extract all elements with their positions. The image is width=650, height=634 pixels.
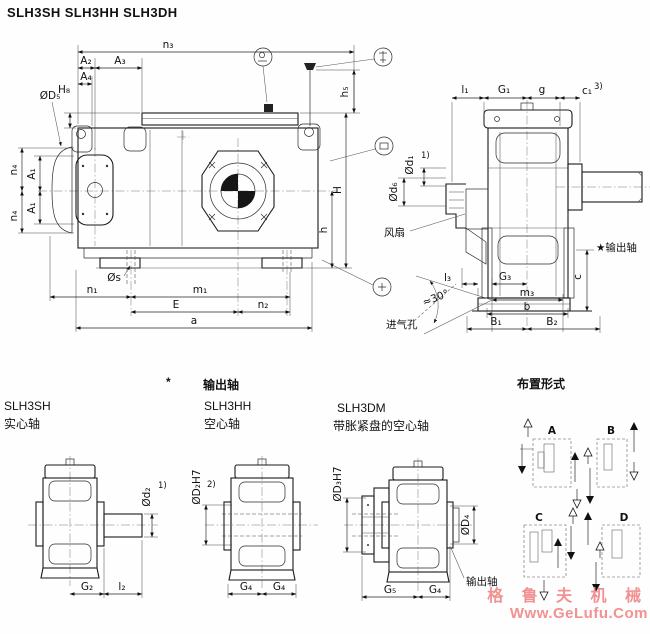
arrangement-a-label: A — [548, 425, 557, 437]
oil-level-callout-icon — [329, 136, 394, 162]
arrangement-d-label: D — [620, 512, 629, 524]
dim-H: H — [332, 186, 344, 194]
note-3: 3) — [594, 82, 603, 92]
dim-l2: l₂ — [118, 581, 125, 593]
front-view: n₃ A₂ A₃ A₄ H₈ ØD₅ n₄ A₁ A₁ n₄ — [8, 39, 394, 332]
variant-slh3dm-model: SLH3DM — [337, 401, 386, 415]
note-2-v2: 2) — [207, 480, 216, 490]
dim-d2: Ød₂ — [141, 487, 153, 506]
dim-n2: n₂ — [258, 299, 269, 311]
arrangement-a-arrows-icon — [518, 418, 582, 509]
dim-n4-top: n₄ — [8, 165, 20, 176]
dim-E: E — [173, 299, 180, 311]
dim-G2: G₂ — [81, 581, 93, 593]
output-shaft-section-star: * — [166, 375, 171, 389]
watermark: 格 鲁 夫 机 械 Www.GeLufu.Com — [487, 588, 648, 622]
dim-G4-right: G₄ — [273, 581, 285, 593]
dim-m3: m₃ — [520, 287, 534, 299]
dim-d1: Ød₁ — [404, 155, 416, 174]
arrangement-c-arrows-icon — [539, 507, 578, 601]
output-shaft-section-title: 输出轴 — [203, 378, 240, 392]
dim-D3H7: ØD₃H7 — [332, 466, 344, 501]
dim-g: g — [539, 84, 546, 96]
variant-slh3dm-desc: 带胀紧盘的空心轴 — [333, 419, 430, 433]
dim-G4-left: G₄ — [240, 581, 252, 593]
side-view: l₁ G₁ g c₁ 3) Ød₁ 1) Ød₆ 风扇 ≈30° 进气孔 — [384, 82, 650, 335]
dim-h8: H₈ — [58, 84, 70, 96]
fan-label: 风扇 — [384, 226, 405, 239]
arrangement-b-label: B — [607, 425, 615, 437]
variant-slh3hh-desc: 空心轴 — [204, 417, 241, 431]
output-shaft-note: ★输出轴 — [596, 241, 637, 254]
oil-drain-callout-icon — [321, 259, 392, 297]
dim-a1-bot: A₁ — [26, 202, 38, 213]
dim-G3: G₃ — [499, 271, 511, 283]
dim-G1: G₁ — [498, 84, 510, 96]
dim-c: c — [572, 274, 584, 280]
dim-D4: ØD₄ — [460, 515, 472, 536]
breather-callout-icon — [315, 47, 393, 68]
dim-l1: l₁ — [461, 84, 468, 96]
watermark-line1: 格 鲁 夫 机 械 — [487, 588, 648, 605]
arrangement-diagrams: A B C — [518, 418, 641, 601]
dim-a: a — [191, 315, 197, 327]
dim-n1: n₁ — [87, 284, 98, 296]
dim-h5: h₅ — [339, 87, 351, 98]
dim-s: Øs — [107, 272, 121, 284]
dim-a2: A₂ — [80, 55, 91, 67]
dim-b: b — [524, 301, 531, 313]
dim-n4-bot: n₄ — [8, 211, 20, 222]
dim-a1-top: A₁ — [26, 168, 38, 179]
dim-D2H7: ØD₂H7 — [191, 469, 203, 504]
page-title: SLH3SH SLH3HH SLH3DH — [7, 5, 178, 20]
arrangement-d-arrows-icon — [584, 512, 605, 592]
arrangement-c-label: C — [535, 512, 543, 524]
variant-slh3hh-model: SLH3HH — [204, 399, 252, 413]
dim-d5: ØD₅ — [40, 90, 61, 102]
dim-a4: A₄ — [80, 71, 91, 83]
oil-plug-callout-icon — [253, 47, 273, 103]
dim-n3: n₃ — [163, 39, 174, 51]
dim-h: h — [318, 227, 330, 234]
dim-G5: G₅ — [384, 584, 396, 596]
arrangement-section-title: 布置形式 — [517, 377, 566, 391]
dim-B2: B₂ — [546, 316, 557, 328]
dim-angle: ≈30° — [421, 288, 451, 309]
watermark-line2: Www.GeLufu.Com — [509, 604, 648, 622]
dim-d6: Ød₆ — [388, 182, 400, 201]
variant-slh3sh-desc: 实心轴 — [4, 417, 41, 431]
arrangement-b-arrows-icon — [583, 422, 639, 504]
dim-G4-v3: G₄ — [429, 584, 441, 596]
note-1-v1: 1) — [158, 481, 167, 491]
dim-c1: c₁ — [582, 85, 592, 97]
note-1: 1) — [421, 151, 430, 161]
air-inlet-label: 进气孔 — [386, 318, 418, 331]
dim-l3: l₃ — [444, 272, 451, 284]
output-shaft-callout: 输出轴 — [466, 575, 498, 588]
variant-slh3sh-drawing: Ød₂ 1) G₂ l₂ — [28, 456, 167, 598]
variant-slh3hh-drawing: ØD₂H7 2) G₄ G₄ — [191, 456, 318, 598]
dim-m1: m₁ — [193, 284, 207, 296]
dim-a3: A₃ — [114, 55, 125, 67]
variant-slh3sh-model: SLH3SH — [4, 399, 51, 413]
dim-B1: B₁ — [490, 316, 501, 328]
variant-slh3dm-drawing: ØD₃H7 ØD₄ 输出轴 G₅ G₄ — [332, 458, 498, 601]
